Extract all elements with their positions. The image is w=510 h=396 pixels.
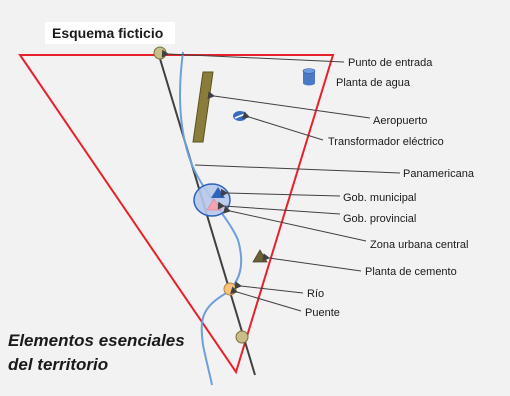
arrow-transformer bbox=[242, 111, 324, 141]
cement-plant-triangle-icon bbox=[252, 249, 268, 263]
leader-lines bbox=[161, 49, 401, 312]
south-node bbox=[235, 330, 249, 344]
subtitle-line-2: del territorio bbox=[8, 355, 108, 374]
label-urban-zone: Zona urbana central bbox=[370, 239, 468, 251]
label-gov-provincial: Gob. provincial bbox=[343, 213, 416, 225]
label-river: Río bbox=[307, 288, 324, 300]
label-entry: Punto de entrada bbox=[348, 57, 433, 69]
transformer-icon bbox=[233, 111, 247, 121]
river-path bbox=[178, 51, 243, 386]
label-airport: Aeropuerto bbox=[373, 115, 427, 127]
arrow-bridge bbox=[230, 286, 302, 312]
bridge-node bbox=[223, 282, 237, 296]
arrow-cement bbox=[262, 253, 362, 272]
gov-provincial-triangle-icon bbox=[206, 198, 222, 211]
airport-icon bbox=[192, 71, 214, 143]
label-highway: Panamericana bbox=[403, 168, 475, 180]
label-water: Planta de agua bbox=[336, 77, 411, 89]
entry-point-node bbox=[153, 46, 167, 60]
arrow-gov-municipal bbox=[220, 188, 341, 197]
label-gov-municipal: Gob. municipal bbox=[343, 192, 416, 204]
label-bridge: Puente bbox=[305, 307, 340, 319]
territory-border bbox=[18, 54, 335, 375]
label-cement: Planta de cemento bbox=[365, 266, 457, 278]
arrow-airport bbox=[207, 91, 371, 119]
arrow-river bbox=[234, 281, 304, 294]
water-plant-cylinder-icon bbox=[302, 68, 316, 86]
label-transformer: Transformador eléctrico bbox=[328, 136, 444, 148]
arrow-gov-provincial bbox=[217, 201, 341, 215]
arrow-entry bbox=[161, 49, 345, 63]
subtitle-line-1: Elementos esenciales bbox=[8, 331, 185, 350]
urban-zone-circle bbox=[193, 183, 231, 217]
arrow-highway bbox=[194, 164, 401, 174]
diagram-title: Esquema ficticio bbox=[52, 25, 163, 41]
arrow-urban-zone bbox=[223, 205, 367, 242]
title-box bbox=[45, 22, 175, 44]
